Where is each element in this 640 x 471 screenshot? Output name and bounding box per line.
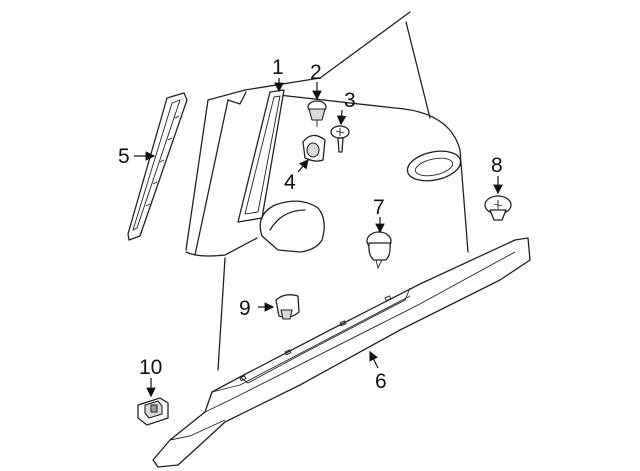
callout-9: 9 xyxy=(239,297,251,320)
part-8-clip xyxy=(484,195,512,221)
part-10-nut-clip xyxy=(137,397,169,426)
callout-1: 1 xyxy=(272,56,284,79)
part-5-pillar-trim xyxy=(127,92,188,241)
part-1-pillar-applique xyxy=(237,89,285,223)
callout-4: 4 xyxy=(284,171,296,194)
callout-5: 5 xyxy=(118,145,130,168)
vehicle-body-outline xyxy=(185,11,469,371)
door-handle xyxy=(406,150,462,182)
part-7-clip xyxy=(366,231,392,270)
callout-8: 8 xyxy=(491,154,503,177)
callout-6: 6 xyxy=(375,370,387,393)
part-6-rocker-moulding xyxy=(152,237,531,468)
part-2-clip xyxy=(307,100,327,127)
part-9-retainer xyxy=(275,294,300,320)
part-3-screw xyxy=(330,125,350,153)
part-4-grommet xyxy=(302,134,326,162)
side-mirror xyxy=(259,200,325,253)
callout-10: 10 xyxy=(139,356,162,379)
leader-lines xyxy=(134,78,503,398)
callout-7: 7 xyxy=(373,196,385,219)
callout-2: 2 xyxy=(310,61,322,84)
callout-3: 3 xyxy=(344,89,356,112)
